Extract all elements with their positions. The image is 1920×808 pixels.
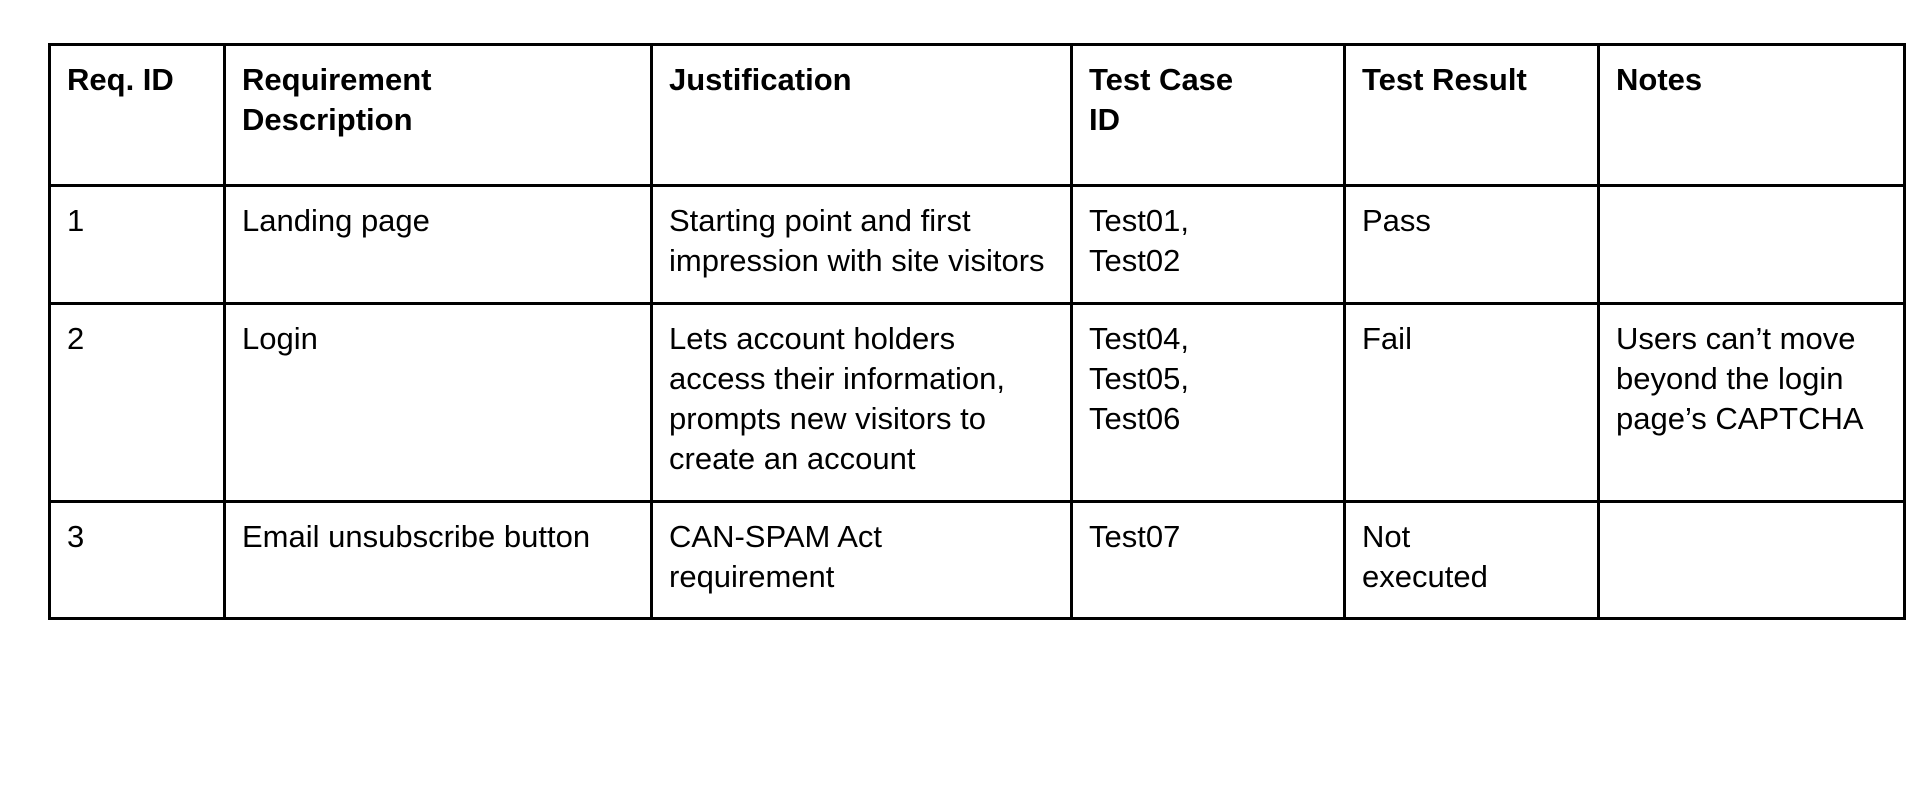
table-row: 1 Landing page Starting point and first …	[48, 184, 1906, 305]
cell-test-case-id-value: Test01, Test02	[1089, 203, 1189, 279]
column-header-notes: Notes	[1597, 43, 1906, 187]
cell-justification-value: Lets account holders access their inform…	[669, 320, 1005, 477]
cell-test-result-value: Fail	[1362, 320, 1412, 356]
cell-test-case-id: Test04, Test05, Test06	[1070, 301, 1346, 503]
cell-test-result: Fail	[1343, 301, 1600, 503]
cell-notes	[1597, 499, 1906, 621]
cell-justification-value: CAN-SPAM Act requirement	[669, 518, 883, 595]
cell-requirement-description-value: Login	[242, 320, 318, 356]
column-header-req-id-label: Req. ID	[67, 62, 174, 97]
column-header-justification: Justification	[650, 43, 1073, 187]
cell-notes-value: Users can’t move beyond the login page’s…	[1616, 320, 1864, 437]
requirements-traceability-matrix: Req. ID Requirement Description Justific…	[48, 43, 1906, 621]
cell-req-id: 3	[48, 499, 226, 621]
table-row: 3 Email unsubscribe button CAN-SPAM Act …	[48, 499, 1906, 621]
cell-notes	[1597, 184, 1906, 305]
cell-justification: Starting point and first impression with…	[650, 184, 1073, 305]
cell-test-case-id-value: Test07	[1089, 518, 1181, 554]
column-header-test-case-id-label: Test Case ID	[1089, 62, 1234, 138]
cell-requirement-description: Email unsubscribe button	[223, 499, 653, 621]
cell-test-case-id: Test07	[1070, 499, 1346, 621]
cell-requirement-description-value: Email unsubscribe button	[242, 518, 591, 554]
cell-test-result: Pass	[1343, 184, 1600, 305]
requirements-table: Req. ID Requirement Description Justific…	[48, 43, 1906, 621]
column-header-requirement-description: Requirement Description	[223, 43, 653, 187]
column-header-requirement-description-label: Requirement Description	[242, 62, 432, 138]
column-header-test-case-id: Test Case ID	[1070, 43, 1346, 187]
cell-req-id: 2	[48, 301, 226, 503]
cell-req-id-value: 3	[67, 518, 85, 554]
table-header-row: Req. ID Requirement Description Justific…	[48, 43, 1906, 187]
cell-req-id-value: 2	[67, 320, 85, 356]
cell-requirement-description: Login	[223, 301, 653, 503]
cell-test-result-value: Pass	[1362, 203, 1431, 238]
column-header-test-result-label: Test Result	[1362, 62, 1527, 97]
cell-justification-value: Starting point and first impression with…	[669, 203, 1045, 279]
cell-test-result: Not executed	[1343, 499, 1600, 621]
cell-req-id: 1	[48, 184, 226, 305]
cell-test-case-id-value: Test04, Test05, Test06	[1089, 320, 1189, 437]
cell-notes: Users can’t move beyond the login page’s…	[1597, 301, 1906, 503]
column-header-req-id: Req. ID	[48, 43, 226, 187]
cell-justification: CAN-SPAM Act requirement	[650, 499, 1073, 621]
cell-test-result-value: Not executed	[1362, 518, 1488, 595]
cell-requirement-description: Landing page	[223, 184, 653, 305]
table-row: 2 Login Lets account holders access thei…	[48, 301, 1906, 503]
cell-test-case-id: Test01, Test02	[1070, 184, 1346, 305]
cell-requirement-description-value: Landing page	[242, 203, 430, 238]
column-header-notes-label: Notes	[1616, 62, 1703, 97]
column-header-test-result: Test Result	[1343, 43, 1600, 187]
column-header-justification-label: Justification	[669, 62, 852, 97]
cell-justification: Lets account holders access their inform…	[650, 301, 1073, 503]
cell-req-id-value: 1	[67, 203, 85, 238]
